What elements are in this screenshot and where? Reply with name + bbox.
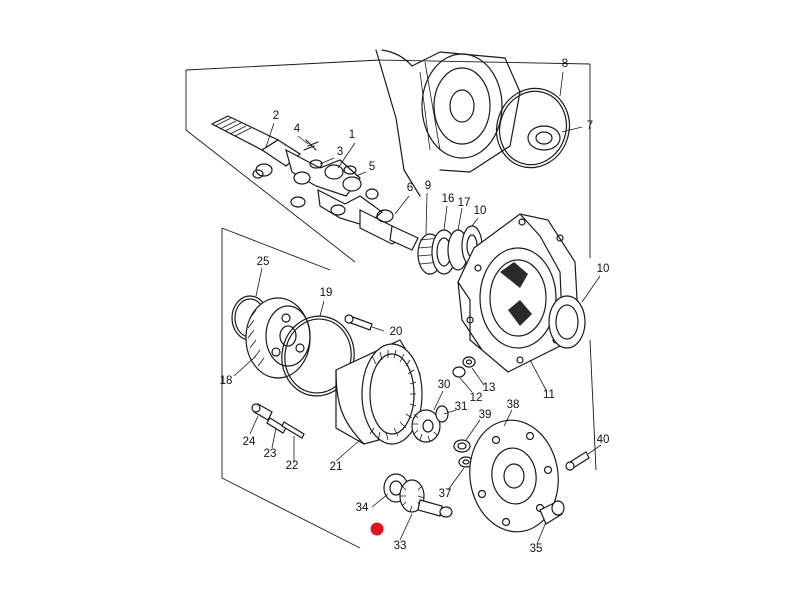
callout-2: 2 <box>273 110 279 122</box>
callout-6: 6 <box>407 182 413 194</box>
part-22-pin <box>281 421 305 439</box>
part-13-washer <box>462 356 476 368</box>
callout-16: 16 <box>442 193 455 205</box>
part-3-snap-ring <box>309 159 323 169</box>
callout-33: 33 <box>394 540 407 552</box>
callout-34: 34 <box>356 502 369 514</box>
callout-40: 40 <box>597 434 610 446</box>
callout-4: 4 <box>294 123 301 135</box>
part-38-hub-flange <box>469 419 559 533</box>
leader-lines <box>233 71 602 545</box>
part-8-o-ring <box>495 87 571 169</box>
callout-7: 7 <box>587 120 593 132</box>
callout-31: 31 <box>455 401 468 413</box>
callout-3: 3 <box>337 146 343 158</box>
callout-13: 13 <box>483 382 496 394</box>
part-39-washer <box>453 439 471 453</box>
part-31-thrust-washer <box>435 405 449 423</box>
part-20-bolt <box>344 314 373 331</box>
callout-1: 1 <box>349 129 355 141</box>
housing-outline <box>185 59 597 549</box>
callout-5: 5 <box>369 161 375 173</box>
callout-23: 23 <box>264 448 277 460</box>
callout-35: 35 <box>530 543 543 555</box>
callout-10-lower: 10 <box>597 263 610 275</box>
callout-18: 18 <box>220 375 233 387</box>
callout-11: 11 <box>543 389 555 401</box>
part-11-axle-housing <box>457 213 579 373</box>
part-23-pin <box>266 417 287 434</box>
part-24-pin <box>251 403 273 421</box>
callout-8: 8 <box>562 58 568 70</box>
callout-30: 30 <box>438 379 451 391</box>
callout-10-upper: 10 <box>474 205 487 217</box>
callout-25: 25 <box>257 256 270 268</box>
part-7-seal <box>527 125 561 151</box>
part-40-bolt <box>565 451 590 471</box>
callout-37: 37 <box>439 488 452 500</box>
part-12-bushing <box>452 366 466 378</box>
callout-19: 19 <box>320 287 333 299</box>
callout-9: 9 <box>425 180 431 192</box>
part-30-planet-gear <box>411 409 441 443</box>
transmission-housing <box>375 49 521 197</box>
highlight-marker <box>370 522 384 536</box>
part-35-stud <box>539 500 565 525</box>
callout-12: 12 <box>470 392 483 404</box>
part-18-planet-carrier <box>245 297 311 379</box>
callout-39: 39 <box>479 409 492 421</box>
callout-38: 38 <box>507 399 520 411</box>
callout-labels: 1 2 3 4 5 6 7 8 9 10 10 11 12 13 16 17 1… <box>220 58 610 555</box>
callout-20: 20 <box>390 326 403 338</box>
part-10-oil-seal-lower <box>548 295 586 349</box>
part-4-grease-fitting <box>303 139 319 151</box>
part-5-bearing-cap <box>343 165 357 175</box>
callout-22: 22 <box>286 460 299 472</box>
part-1-universal-joint <box>285 148 419 251</box>
part-21-ring-gear <box>335 339 423 445</box>
part-33-sun-gear-shaft <box>399 479 453 518</box>
callout-17: 17 <box>458 197 471 209</box>
callout-21: 21 <box>330 461 343 473</box>
callout-24: 24 <box>243 436 256 448</box>
part-2-drive-shaft <box>210 115 302 179</box>
